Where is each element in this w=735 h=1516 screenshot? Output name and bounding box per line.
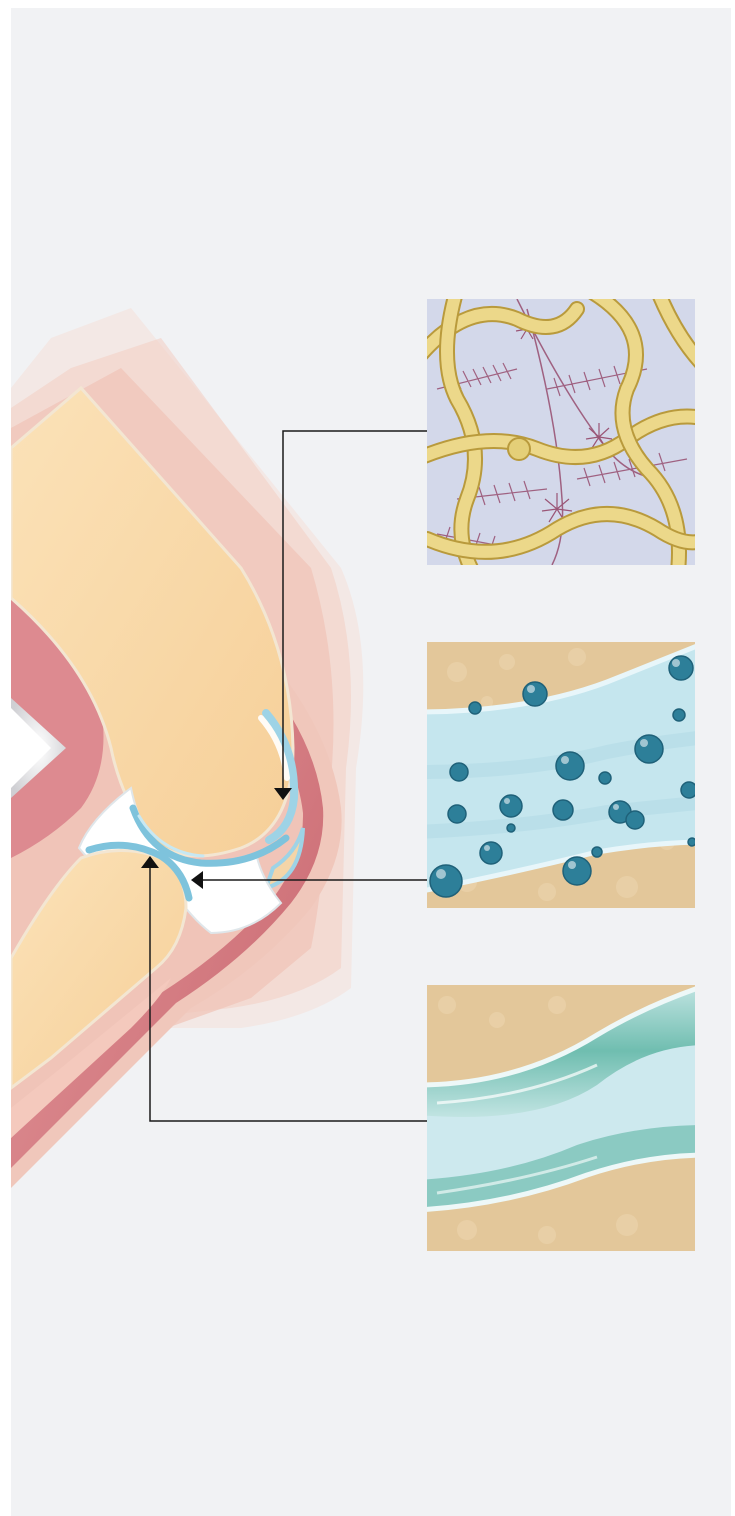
- cartilage-layer-icon: [427, 985, 695, 1251]
- collagen-network-inset: [427, 299, 695, 565]
- fiber-network-icon: [427, 299, 695, 565]
- bubble-molecules-icon: [427, 642, 695, 908]
- synovial-fluid-inset: [427, 642, 695, 908]
- cartilage-layer-inset: [427, 985, 695, 1251]
- figure-panel: [11, 8, 731, 1516]
- fiber-cross-section: [508, 438, 530, 460]
